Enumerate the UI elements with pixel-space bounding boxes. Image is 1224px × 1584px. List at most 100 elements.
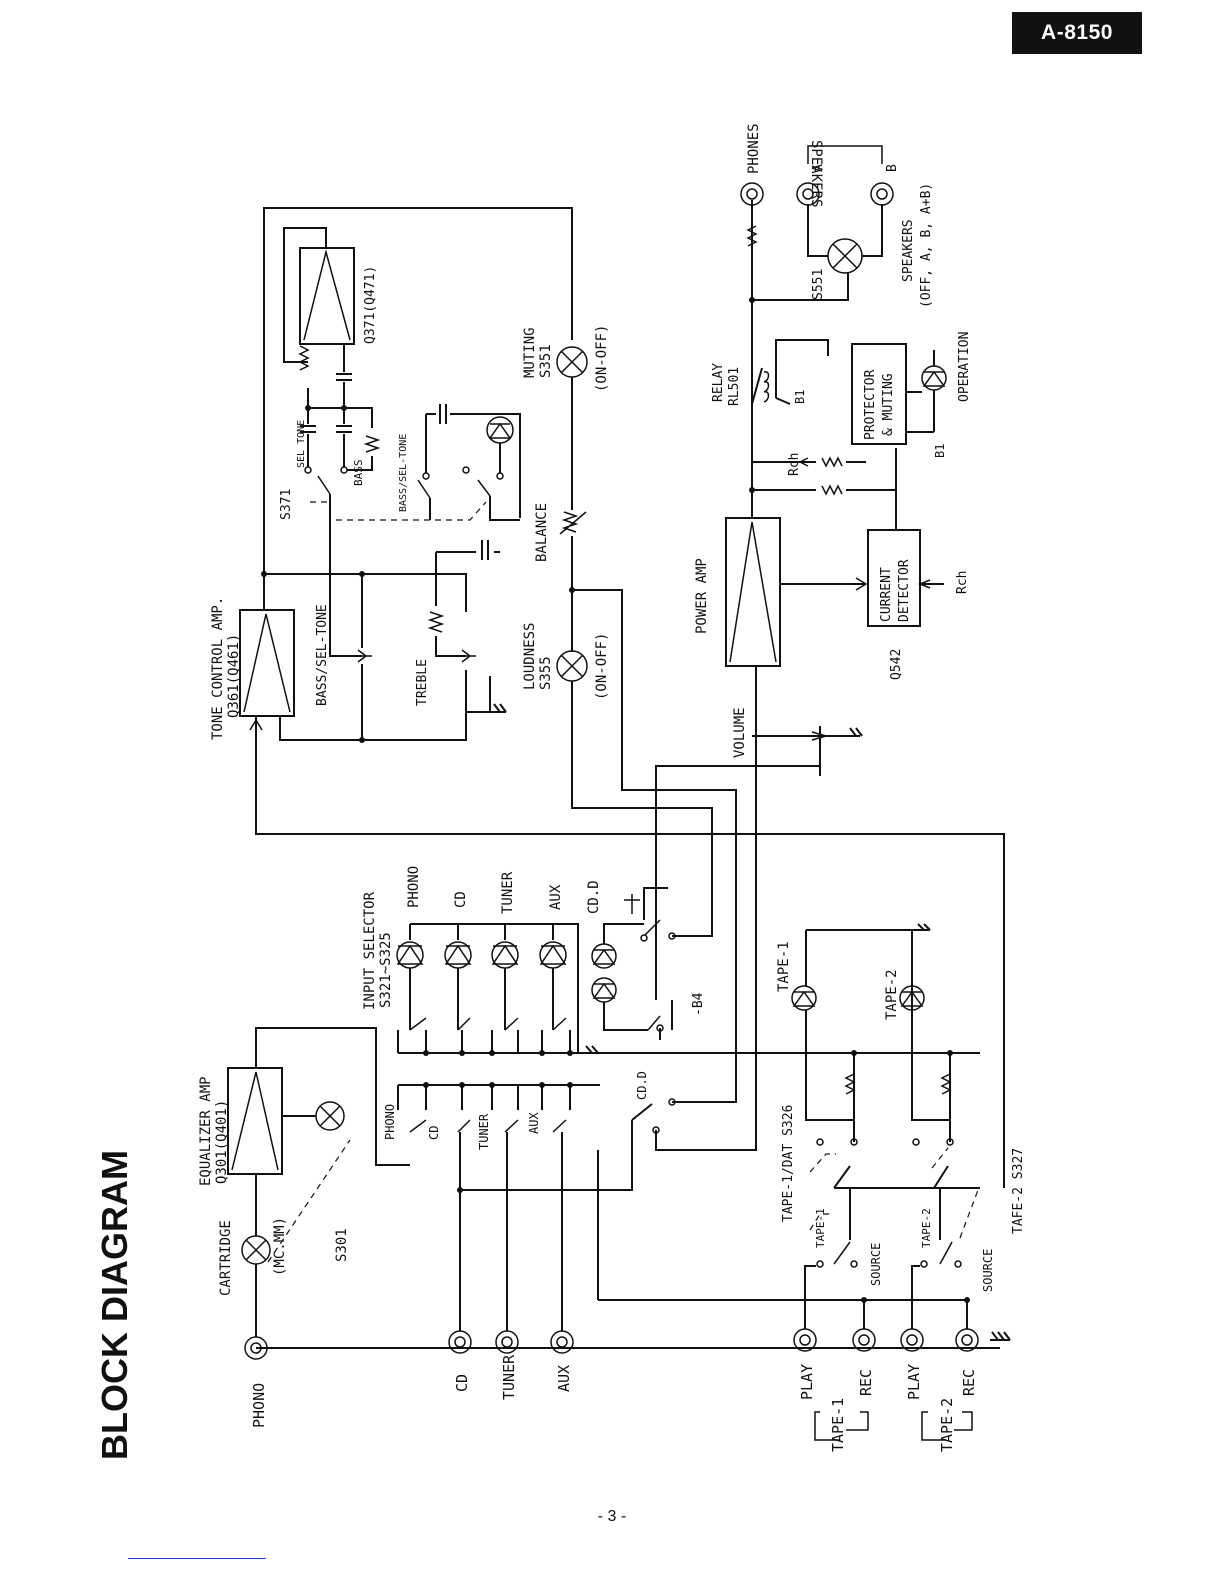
bottom-rule [128,1558,266,1559]
relay-label: RELAY [711,363,726,402]
spk-a-label: A [811,164,826,172]
spk-b-label: B [885,164,900,172]
loudness-on-off-label: (ON-OFF) [594,633,610,700]
treble-label: TREBLE [415,659,430,706]
bass-sel-tone-label: BASS/SEL-TONE [315,604,330,706]
input-selector-label: INPUT SELECTOR [362,891,378,1010]
tape1-label: TAPE-1 [829,1398,847,1452]
selector-switch-bank [397,1017,980,1133]
tape2-play-label: PLAY [905,1364,923,1400]
tone-control-amp [239,207,1005,1188]
balance-label: BALANCE [534,503,550,562]
protector-label-2: & MUTING [881,373,896,436]
bass-sel-tone-2-label: BASS/SEL-TONE [398,434,409,512]
sw-phono-label: PHONO [383,1104,397,1140]
aux-jack-label: AUX [555,1365,573,1392]
power-amp [725,200,897,667]
s355-label: S355 [538,656,554,690]
muting-label: MUTING [522,327,538,378]
model-badge: A-8150 [1012,12,1142,54]
cartridge-mode-label: (MC.MM) [272,1217,288,1276]
tuner-jack-label: TUNER [500,1354,518,1400]
cd-direct [591,680,757,1151]
current-detector-label-2: DETECTOR [897,559,912,622]
phones-label: PHONES [746,123,762,174]
input-selector-s-label: S321~S325 [378,932,394,1008]
b1-op-label: B1 [933,444,947,458]
tape2-bracket [921,1411,973,1441]
speaker-output [740,145,894,303]
tape1-sw-pos-label: TAPE-1 [814,1208,827,1248]
tape1-play-label: PLAY [798,1364,816,1400]
selector-leds [396,923,579,1052]
cd-d-label-2: CD.D [635,1071,649,1100]
s551-label: S551 [811,269,826,300]
bass-label: BASS [352,460,365,487]
tone-control-amp-label: TONE CONTROL AMP. [210,597,226,740]
page-title: BLOCK DIAGRAM [94,1150,135,1460]
tape1-led-label: TAPE-1 [776,941,792,992]
speakers-mode-label-1: SPEAKERS [901,219,916,282]
tape1-bracket [814,1411,869,1441]
rl501-label: RL501 [727,367,742,406]
protector-label-1: PROTECTOR [863,369,878,440]
q371-label: Q371(Q471) [363,266,378,344]
current-detector [867,448,944,627]
s301-link [267,1139,351,1263]
q542-label: Q542 [889,649,904,680]
sel-cd-label: CD [453,891,469,908]
tape2-sw-label: TAFE-2 S327 [1011,1148,1026,1234]
rch-2-label: Rch [787,453,802,476]
equalizer-amp-label: EQUALIZER AMP [198,1076,214,1186]
sw-aux-label: AUX [527,1112,541,1134]
phono-jack-label: PHONO [250,1383,268,1428]
tuner-jack [495,1330,519,1354]
cd-jack [448,1330,472,1354]
speakers-label: SPEAKERS [808,140,824,207]
sel-phono-label: PHONO [406,866,422,908]
protector-muting [751,339,947,445]
sel-aux-label: AUX [548,884,564,910]
muting-loudness-balance [556,346,737,826]
page-number: - 3 - [597,1508,627,1525]
equalizer-amp [227,1027,410,1175]
tape2-label: TAPE-2 [938,1398,956,1452]
sw-cd-label: CD [427,1126,441,1140]
cartridge-switch [241,1174,271,1337]
power-amp-label: POWER AMP [694,558,710,634]
sel-tone-network [283,227,521,521]
source-1-label: SOURCE [869,1243,883,1286]
operation-label: OPERATION [957,332,972,402]
minus-b4-label: -B4 [691,992,706,1016]
tape2-rec-label: REC [960,1369,978,1396]
sel-tone-label: SEL TONE [296,420,307,468]
speakers-mode-label-2: (OFF, A, B, A+B) [919,183,934,308]
s301-label: S301 [334,1228,350,1262]
sel-tuner-label: TUNER [500,871,516,914]
input-jacks [244,1328,1011,1360]
cartridge-label: CARTRIDGE [218,1220,234,1296]
rch-1-label: Rch [955,571,970,594]
cd-d-label: CD.D [586,880,602,914]
tape2-sw-pos-label: TAPE-2 [920,1208,933,1248]
tape1-dat-label: TAPE-1/DAT S326 [781,1105,796,1222]
muting-on-off-label: (ON-OFF) [594,325,610,392]
equalizer-q-label: Q301(Q401) [214,1100,230,1184]
s371-label: S371 [279,489,294,520]
volume-label: VOLUME [732,707,748,758]
cd-jack-label: CD [453,1374,471,1392]
tape-section [597,923,980,1329]
s351-label: S351 [538,344,554,378]
tape1-rec-label: REC [857,1369,875,1396]
input-signal-lines [457,1120,633,1331]
tape2-led-label: TAPE-2 [884,969,900,1020]
tone-control-q-label: Q361(Q461) [226,634,242,718]
loudness-label: LOUDNESS [522,623,538,690]
sw-tuner-label: TUNER [477,1113,491,1150]
volume-control [655,666,863,1000]
b1-relay-label: B1 [793,390,807,404]
aux-jack [550,1330,574,1354]
source-2-label: SOURCE [981,1249,995,1292]
current-detector-label-1: CURRENT [879,567,894,622]
